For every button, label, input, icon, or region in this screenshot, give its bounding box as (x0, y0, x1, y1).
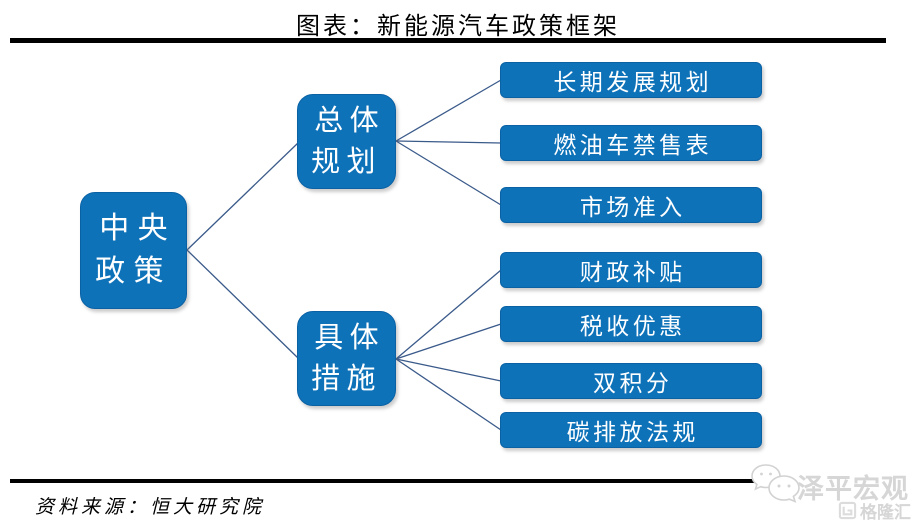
gelonghui-label: 格隆汇 (860, 503, 911, 522)
node-fiscal-subsidy: 财政补贴 (500, 252, 762, 288)
source-note: 资料来源：恒大研究院 (35, 497, 266, 518)
chat-bubbles-icon (751, 464, 800, 503)
bottom-rule (10, 479, 757, 483)
node-overall-planning: 总体 规划 (297, 94, 396, 189)
node-specific-measures: 具体 措施 (297, 311, 396, 406)
node-carbon-emission-regulation: 碳排放法规 (500, 412, 762, 448)
gelonghui-logo-icon (838, 501, 857, 520)
node-central-policy: 中央 政策 (80, 192, 187, 309)
figure-title: 图表：新能源汽车政策框架 (296, 14, 620, 40)
top-rule (10, 38, 886, 43)
node-long-term-development-plan: 长期发展规划 (500, 62, 762, 98)
gelonghui-watermark: 格隆汇 (838, 498, 911, 523)
node-market-access: 市场准入 (500, 187, 762, 223)
node-tax-incentive: 税收优惠 (500, 306, 762, 342)
node-fuel-vehicle-ban-schedule: 燃油车禁售表 (500, 125, 762, 161)
zeping-macro-watermark: 泽平宏观 (797, 474, 909, 504)
node-dual-credit: 双积分 (500, 363, 762, 399)
